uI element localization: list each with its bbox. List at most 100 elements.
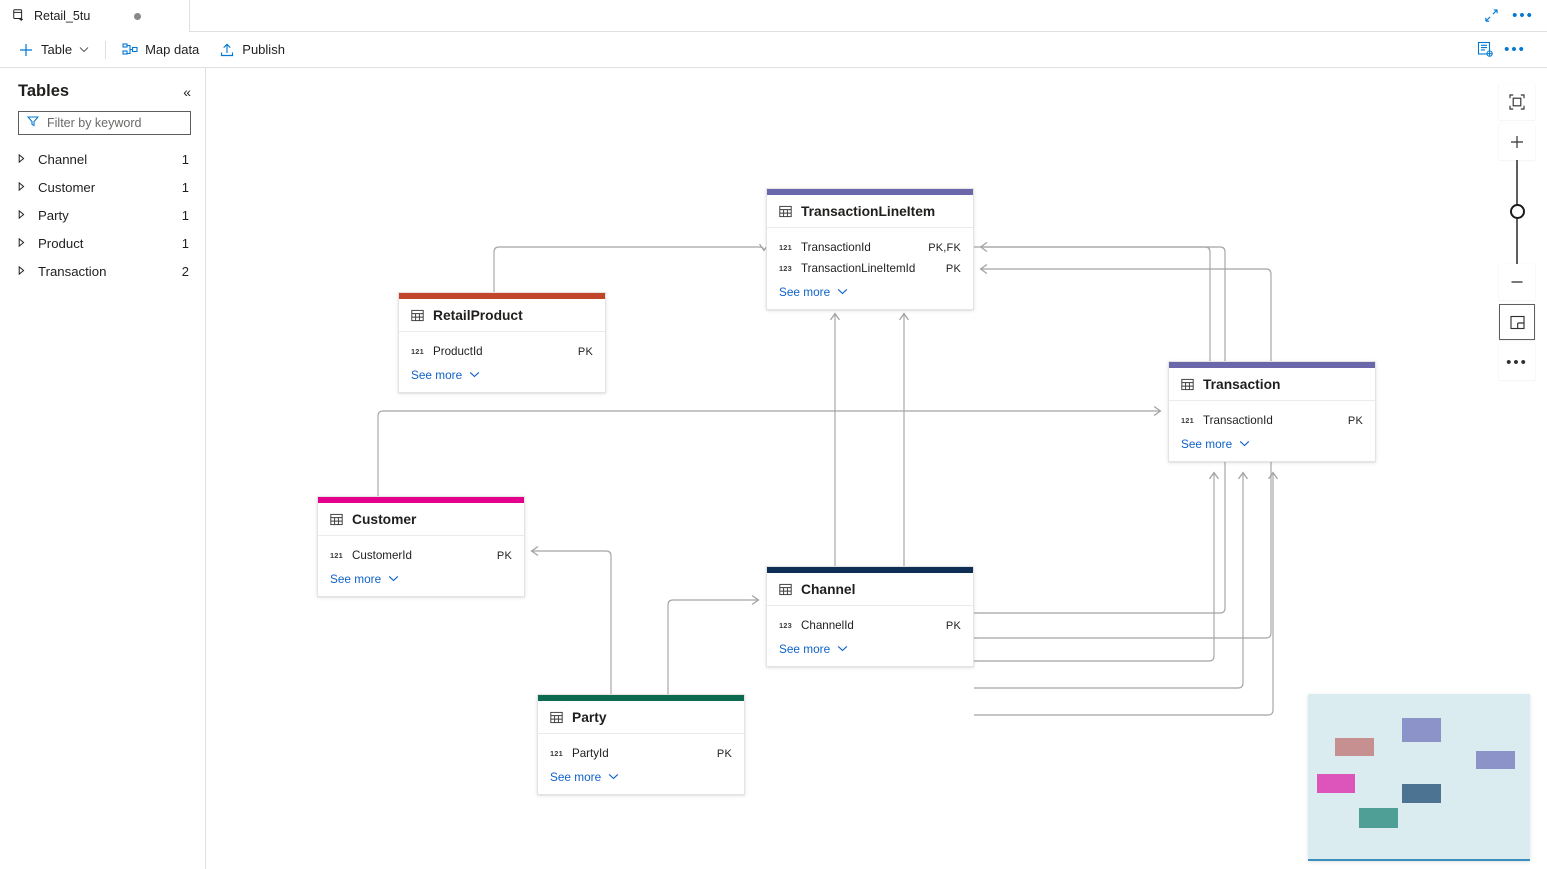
filter-input[interactable] — [47, 116, 182, 130]
field-type-icon: 121 — [411, 347, 424, 356]
expand-triangle-icon[interactable] — [18, 153, 38, 165]
relationship-edges — [377, 241, 1279, 716]
table-header[interactable]: RetailProduct — [399, 299, 605, 332]
expand-triangle-icon[interactable] — [18, 181, 38, 193]
zoom-toolbar: ••• — [1499, 84, 1535, 380]
zoom-slider[interactable] — [1499, 160, 1535, 264]
unsaved-indicator-dot — [134, 12, 142, 20]
tables-sidebar: Tables « Channel1Customer1Party1Product1… — [0, 68, 206, 869]
field-name: CustomerId — [352, 549, 412, 562]
canvas-more-button[interactable]: ••• — [1499, 344, 1535, 380]
expand-triangle-icon[interactable] — [18, 265, 38, 277]
publish-button[interactable]: Publish — [209, 35, 295, 65]
table-title: TransactionLineItem — [801, 203, 936, 219]
tabbar-overflow-button[interactable]: ••• — [1509, 3, 1537, 29]
window-actions: ••• — [1477, 0, 1547, 31]
see-more-button[interactable]: See more — [1181, 437, 1363, 451]
table-header[interactable]: TransactionLineItem — [767, 195, 973, 228]
sidebar-item-count: 1 — [181, 207, 189, 223]
map-data-button[interactable]: Map data — [112, 35, 209, 65]
minimap-rect-channel — [1402, 784, 1441, 803]
diagram-canvas[interactable]: TransactionLineItem 121 TransactionId PK,FK… — [206, 68, 1547, 869]
chevron-down-icon — [837, 287, 848, 297]
see-more-button[interactable]: See more — [411, 368, 593, 382]
filter-box[interactable] — [18, 111, 191, 135]
properties-icon[interactable] — [1471, 37, 1499, 63]
field-type-icon: 123 — [779, 264, 792, 273]
see-more-button[interactable]: See more — [779, 642, 961, 656]
chevron-down-icon — [837, 644, 848, 654]
document-tab[interactable]: Retail_5tu — [0, 0, 190, 32]
tab-title: Retail_5tu — [34, 9, 91, 23]
sidebar-header: Tables « — [0, 68, 205, 111]
chevron-down-icon — [469, 370, 480, 380]
table-grid-icon — [1181, 378, 1194, 391]
expand-icon[interactable] — [1477, 3, 1505, 29]
table-header[interactable]: Channel — [767, 573, 973, 606]
sidebar-item-count: 1 — [181, 235, 189, 251]
table-title: Party — [572, 709, 607, 725]
table-grid-icon — [550, 711, 563, 724]
field-name: ChannelId — [801, 619, 854, 632]
add-table-button[interactable]: Table — [8, 35, 99, 65]
zoom-out-button[interactable] — [1499, 264, 1535, 300]
publish-label: Publish — [242, 42, 285, 57]
sidebar-item-count: 2 — [181, 263, 189, 279]
database-add-icon — [12, 8, 26, 25]
minimap[interactable] — [1308, 694, 1530, 861]
table-header[interactable]: Transaction — [1169, 368, 1375, 401]
zoom-slider-handle[interactable] — [1510, 204, 1525, 219]
field-name: PartyId — [572, 747, 609, 760]
table-color-bar — [538, 695, 744, 701]
see-more-label: See more — [330, 572, 382, 586]
expand-triangle-icon[interactable] — [18, 237, 38, 249]
command-bar-overflow-button[interactable]: ••• — [1501, 37, 1529, 63]
see-more-button[interactable]: See more — [550, 770, 732, 784]
command-bar-right: ••• — [1471, 37, 1539, 63]
expand-triangle-icon[interactable] — [18, 209, 38, 221]
see-more-button[interactable]: See more — [779, 285, 961, 299]
field-name: ProductId — [433, 345, 483, 358]
table-color-bar — [767, 567, 973, 573]
fit-to-screen-button[interactable] — [1499, 84, 1535, 120]
canvas-more-label: ••• — [1506, 353, 1528, 371]
field-key-badge: PK — [945, 619, 961, 632]
toolbar-divider — [105, 40, 107, 59]
zoom-in-button[interactable] — [1499, 124, 1535, 160]
field-name: TransactionId — [801, 241, 871, 254]
sidebar-item-count: 1 — [181, 179, 189, 195]
collapse-sidebar-button[interactable]: « — [183, 83, 191, 100]
table-header[interactable]: Customer — [318, 503, 524, 536]
field-key-badge: PK,FK — [928, 241, 961, 254]
see-more-button[interactable]: See more — [330, 572, 512, 586]
table-color-bar — [1169, 362, 1375, 368]
minimap-rect-transactionlineitem — [1402, 718, 1441, 742]
command-bar: Table Map data Publish — [0, 32, 1547, 68]
table-header[interactable]: Party — [538, 701, 744, 734]
sidebar-title: Tables — [18, 82, 70, 100]
minimap-toggle-button[interactable] — [1499, 304, 1535, 340]
